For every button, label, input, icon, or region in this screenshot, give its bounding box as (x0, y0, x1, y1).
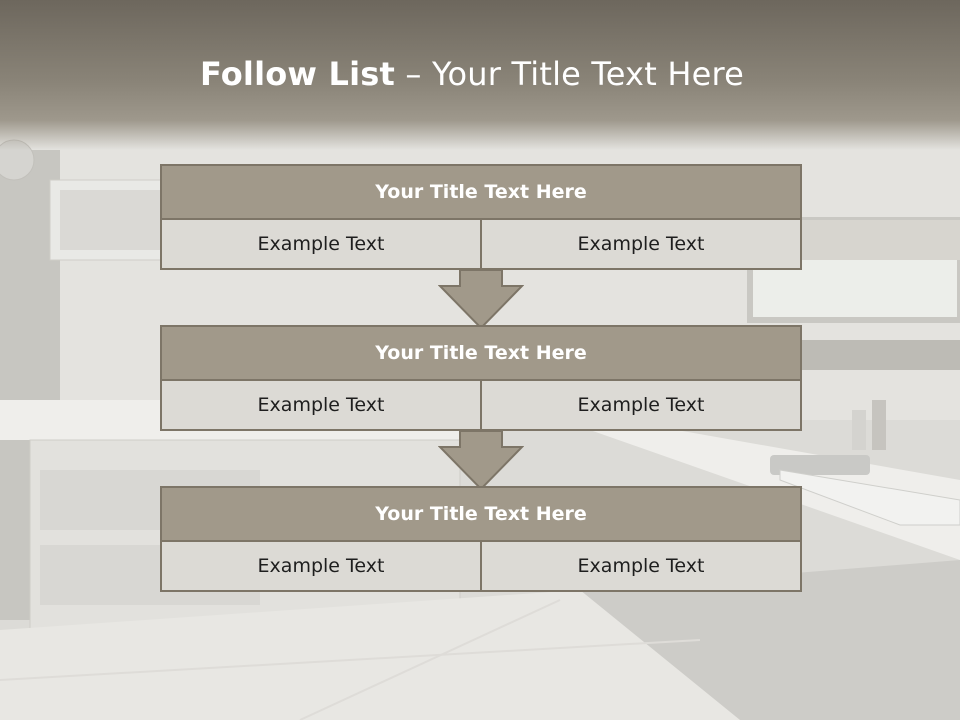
flow-step-cells: Example Text Example Text (160, 542, 802, 592)
flow-cell-right: Example Text (482, 220, 802, 270)
flow-cell-right: Example Text (482, 542, 802, 592)
flow-step-2: Your Title Text Here Example Text Exampl… (160, 325, 802, 431)
flow-step-title: Your Title Text Here (160, 164, 802, 220)
down-arrow-icon (438, 270, 524, 330)
slide-title-bold: Follow List (199, 55, 396, 93)
flow-cell-left: Example Text (160, 542, 482, 592)
down-arrow-icon (438, 431, 524, 491)
flow-step-cells: Example Text Example Text (160, 220, 802, 270)
slide-title: Follow List – Your Title Text Here (0, 55, 944, 93)
flow-cell-left: Example Text (160, 381, 482, 431)
flow-step-cells: Example Text Example Text (160, 381, 802, 431)
flow-step-title: Your Title Text Here (160, 486, 802, 542)
flow-step-title: Your Title Text Here (160, 325, 802, 381)
flow-cell-right: Example Text (482, 381, 802, 431)
slide-title-rest: – Your Title Text Here (395, 55, 745, 93)
flow-step-1: Your Title Text Here Example Text Exampl… (160, 164, 802, 270)
flow-cell-left: Example Text (160, 220, 482, 270)
title-band (0, 0, 960, 150)
flow-step-3: Your Title Text Here Example Text Exampl… (160, 486, 802, 592)
